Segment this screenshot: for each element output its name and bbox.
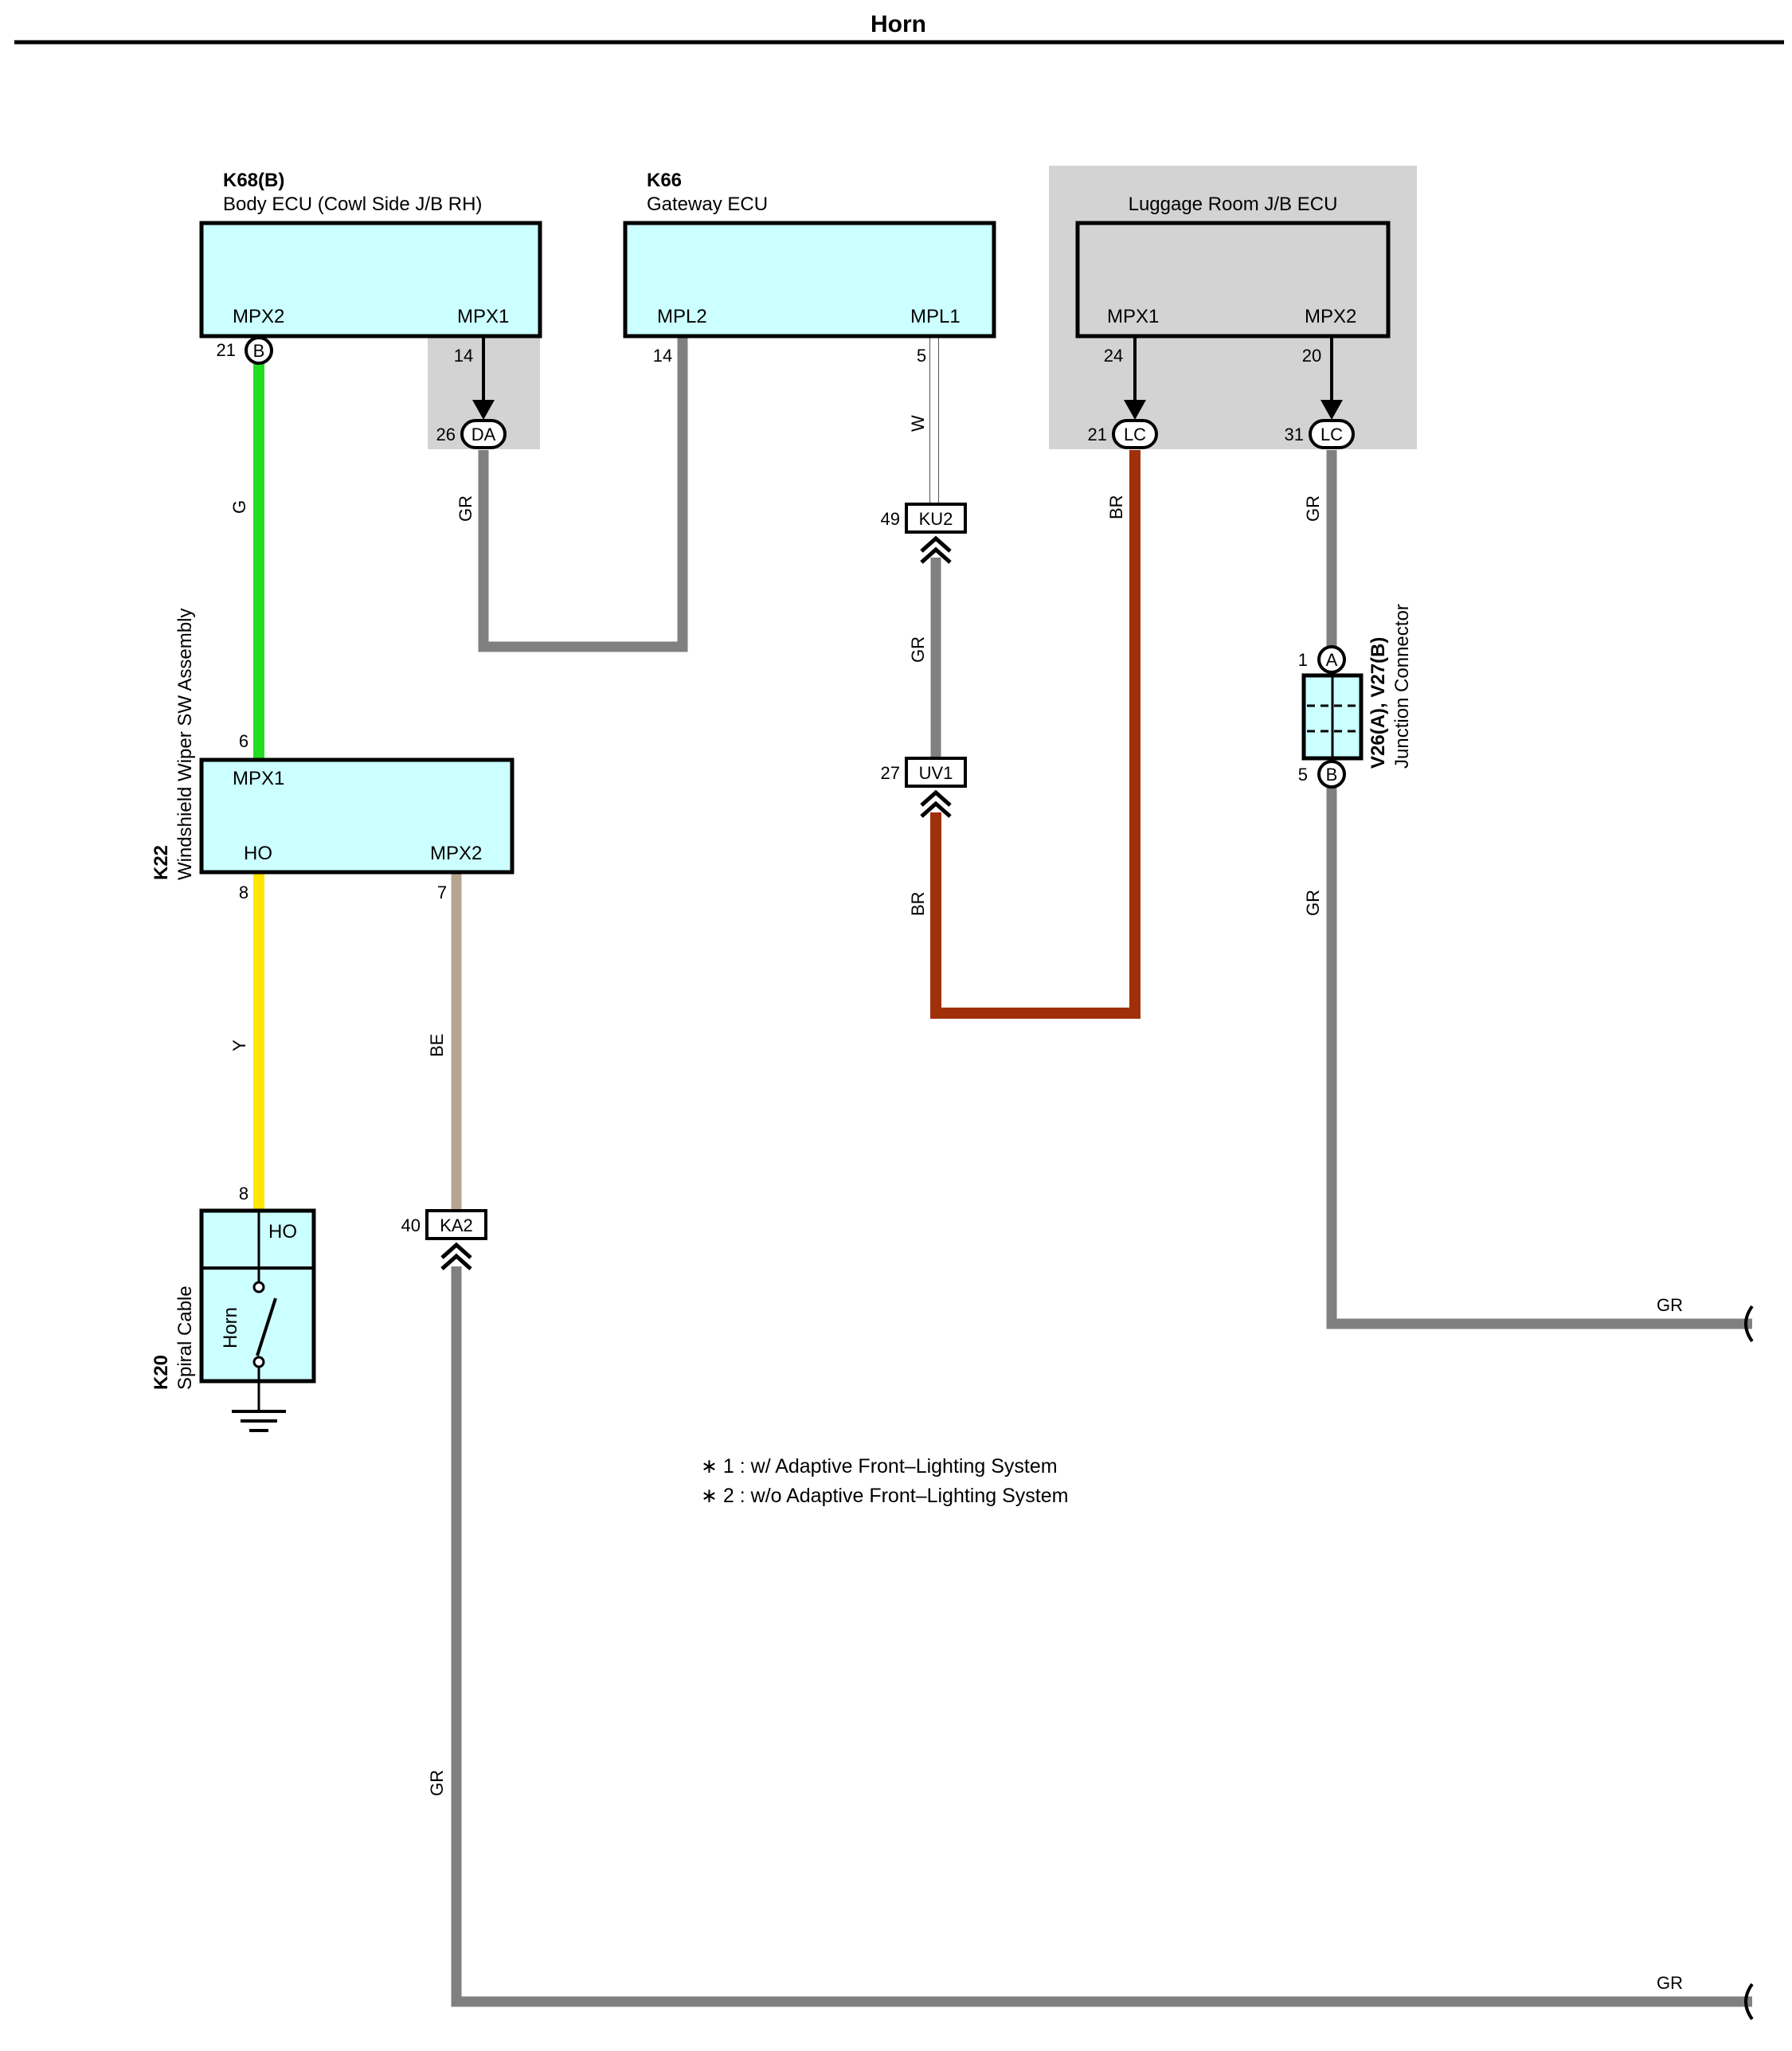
switch-blade bbox=[256, 1298, 277, 1356]
body-ecu-pin-right: 14 bbox=[454, 346, 473, 366]
junction-lc-right-pin: 31 bbox=[1285, 425, 1304, 444]
wire-br bbox=[930, 450, 1141, 1019]
gateway-ecu-pin-right: 5 bbox=[917, 346, 926, 366]
gateway-ecu-pin-left: 14 bbox=[653, 346, 672, 366]
wire-label-gr-da: GR bbox=[456, 495, 475, 522]
spiral-cable-term-ho: HO bbox=[268, 1221, 297, 1243]
body-ecu-conn-letter: B bbox=[253, 341, 265, 361]
wiper-sw-box bbox=[199, 757, 515, 875]
wiper-sw-name: Windshield Wiper SW Assembly bbox=[174, 609, 196, 880]
luggage-ecu-pin-left: 24 bbox=[1104, 346, 1123, 366]
gateway-ecu-term-mpl2: MPL2 bbox=[657, 306, 707, 327]
body-ecu-box bbox=[199, 221, 542, 339]
wiper-sw-code: K22 bbox=[151, 845, 172, 880]
connector-ku2-chevron-icon bbox=[920, 535, 952, 564]
spiral-cable-switch-label: Horn bbox=[220, 1307, 241, 1348]
body-ecu-conn-badge bbox=[245, 336, 273, 365]
luggage-arrow-left-head bbox=[1124, 400, 1146, 420]
junction-conn-name: Junction Connector bbox=[1391, 604, 1413, 769]
junction-lc-left-pin: 21 bbox=[1088, 425, 1107, 444]
wire-gr-ka bbox=[451, 1266, 1752, 2007]
luggage-ecu-name: Luggage Room J/B ECU bbox=[1129, 194, 1338, 215]
junction-conn-bottom-letter: B bbox=[1326, 765, 1338, 785]
wire-label-gr-right-upper: GR bbox=[1657, 1295, 1683, 1315]
junction-lc-right-name: LC bbox=[1321, 425, 1343, 444]
gateway-ecu-term-mpl1: MPL1 bbox=[910, 306, 961, 327]
connector-uv1-box bbox=[905, 757, 967, 788]
connector-uv1-pin: 27 bbox=[881, 763, 900, 783]
connector-uv1-chevron-icon bbox=[920, 789, 952, 818]
junction-conn-top-badge bbox=[1317, 645, 1346, 674]
wire-label-g: G bbox=[229, 500, 249, 514]
body-ecu-term-mpx2: MPX2 bbox=[233, 306, 284, 327]
body-ecu-pin-left: 21 bbox=[217, 340, 236, 360]
wire-gr-right-upper bbox=[1326, 785, 1752, 1329]
junction-da-pin: 26 bbox=[436, 425, 456, 444]
wire-label-gr-v: GR bbox=[1303, 890, 1323, 916]
body-ecu-term-mpx1: MPX1 bbox=[457, 306, 509, 327]
wiper-sw-pin-left: 8 bbox=[239, 883, 248, 902]
wire-label-w: W bbox=[908, 415, 928, 432]
junction-da-badge bbox=[460, 419, 507, 449]
wiper-sw-pin-right: 7 bbox=[437, 883, 447, 902]
luggage-arrow-right-head bbox=[1321, 400, 1343, 420]
wire-label-br-lc: BR bbox=[1106, 495, 1126, 519]
wire-label-y: Y bbox=[229, 1039, 249, 1051]
junction-lc-left-name: LC bbox=[1124, 425, 1146, 444]
junction-conn-code: V26(A), V27(B) bbox=[1367, 637, 1389, 769]
connector-ku2-name: KU2 bbox=[919, 509, 953, 529]
connector-ku2-box bbox=[905, 503, 967, 534]
spiral-cable-code: K20 bbox=[151, 1355, 172, 1390]
wire-label-gr-lc: GR bbox=[1303, 495, 1323, 522]
junction-conn-top-pin: 1 bbox=[1298, 650, 1308, 670]
connector-ka2-chevron-icon bbox=[440, 1242, 472, 1270]
body-ecu-code: K68(B) bbox=[223, 170, 284, 191]
body-ecu-arrow-head bbox=[472, 400, 495, 420]
gateway-ecu-box bbox=[623, 221, 996, 339]
wiper-sw-pin-top: 6 bbox=[239, 731, 248, 751]
wire-label-be: BE bbox=[427, 1034, 447, 1057]
switch-contact-top bbox=[252, 1281, 265, 1294]
wire-gr-da bbox=[478, 337, 688, 652]
luggage-ecu-pin-right: 20 bbox=[1302, 346, 1321, 366]
wiper-sw-term-mpx1: MPX1 bbox=[233, 768, 284, 789]
luggage-ecu-box bbox=[1075, 221, 1391, 339]
spiral-cable-name: Spiral Cable bbox=[174, 1286, 196, 1390]
junction-da-name: DA bbox=[471, 425, 496, 444]
wire-continuation-mark-lower bbox=[1744, 1983, 1754, 2021]
wiper-sw-term-mpx2: MPX2 bbox=[430, 843, 482, 864]
body-ecu-name: Body ECU (Cowl Side J/B RH) bbox=[223, 194, 482, 215]
connector-ku2-pin: 49 bbox=[881, 509, 900, 529]
luggage-ecu-term-mpx2: MPX2 bbox=[1305, 306, 1356, 327]
junction-conn-bottom-badge bbox=[1317, 760, 1346, 789]
wire-label-br-uv: BR bbox=[908, 891, 928, 916]
luggage-ecu-term-mpx1: MPX1 bbox=[1107, 306, 1159, 327]
connector-ka2-pin: 40 bbox=[401, 1215, 421, 1235]
wire-continuation-mark-upper bbox=[1744, 1305, 1754, 1343]
wire-label-gr-ku: GR bbox=[908, 636, 928, 663]
gateway-ecu-code: K66 bbox=[647, 170, 682, 191]
wire-label-gr-right-lower: GR bbox=[1657, 1973, 1683, 1993]
junction-lc-right-badge bbox=[1309, 419, 1355, 449]
note-1: ∗ 1 : w/ Adaptive Front–Lighting System bbox=[701, 1455, 1058, 1478]
connector-uv1-name: UV1 bbox=[919, 763, 953, 783]
connector-ka2-box bbox=[425, 1209, 487, 1240]
wiper-sw-term-ho: HO bbox=[244, 843, 272, 864]
note-2: ∗ 2 : w/o Adaptive Front–Lighting System bbox=[701, 1485, 1068, 1507]
junction-conn-bottom-pin: 5 bbox=[1298, 765, 1308, 785]
junction-lc-left-badge bbox=[1112, 419, 1158, 449]
page-title: Horn bbox=[871, 11, 926, 37]
switch-contact-bottom bbox=[252, 1356, 265, 1368]
gateway-ecu-name: Gateway ECU bbox=[647, 194, 768, 215]
wire-label-gr-ka: GR bbox=[427, 1770, 447, 1796]
junction-conn-top-letter: A bbox=[1326, 650, 1338, 670]
connector-ka2-name: KA2 bbox=[440, 1215, 473, 1235]
spiral-cable-pin: 8 bbox=[239, 1184, 248, 1204]
